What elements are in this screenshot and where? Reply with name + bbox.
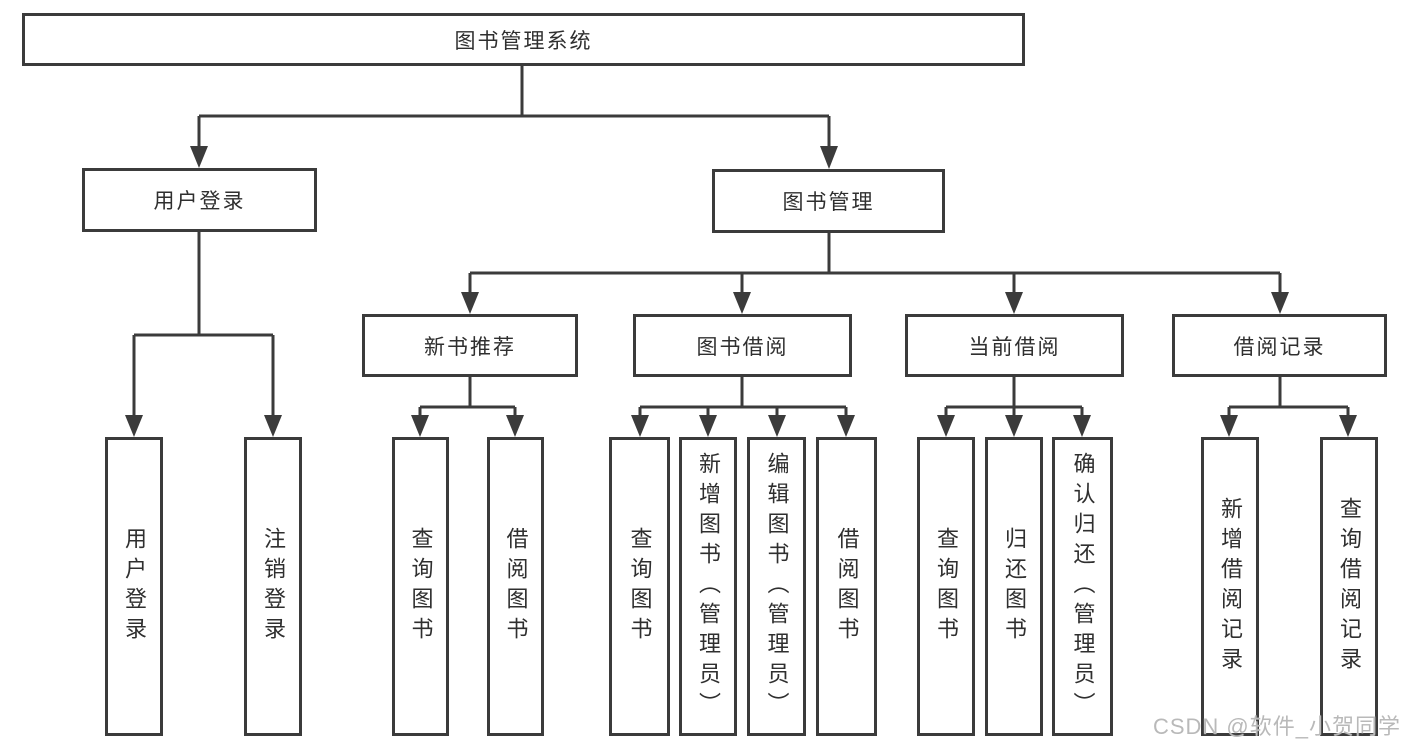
node-login-leaf: 用户登录	[105, 437, 163, 736]
node-rec-borrow: 借阅图书	[487, 437, 544, 736]
connector-borrowrecords-to-leaves	[1220, 377, 1357, 437]
arrowhead	[1005, 292, 1023, 314]
node-cb-return: 归还图书	[985, 437, 1043, 736]
arrowhead	[411, 415, 429, 437]
arrowhead	[937, 415, 955, 437]
node-logout-leaf: 注销登录	[244, 437, 302, 736]
node-label: 用户登录	[122, 526, 147, 647]
connector-newbookrec-to-leaves	[411, 377, 524, 437]
node-book-mgmt: 图书管理	[712, 169, 945, 233]
node-label: 图书管理	[782, 191, 875, 214]
arrowhead	[264, 415, 282, 437]
arrowhead	[699, 415, 717, 437]
connector-bookmgmt-to-level3	[461, 233, 1289, 314]
node-label: 注销登录	[261, 526, 286, 647]
node-label: 查询图书	[627, 526, 653, 647]
arrowhead	[1271, 292, 1289, 314]
arrowhead	[506, 415, 524, 437]
connector-currentborrow-to-leaves	[937, 377, 1091, 437]
arrowhead	[733, 292, 751, 314]
node-current-borrow: 当前借阅	[905, 314, 1124, 377]
node-br-add: 新增借阅记录	[1201, 437, 1259, 736]
node-label: 新增图书（管理员）	[696, 451, 721, 722]
node-label: 确认归还（管理员）	[1070, 451, 1096, 722]
arrowhead	[768, 415, 786, 437]
node-user-login: 用户登录	[82, 168, 317, 232]
node-br-query: 查询借阅记录	[1320, 437, 1378, 736]
connector-root-to-level2	[190, 66, 838, 169]
node-root: 图书管理系统	[22, 13, 1025, 66]
arrowhead	[190, 146, 208, 168]
node-label: 查询图书	[408, 526, 434, 647]
arrowhead	[125, 415, 143, 437]
node-label: 查询图书	[934, 526, 959, 647]
node-cb-query: 查询图书	[917, 437, 975, 736]
node-bb-add: 新增图书（管理员）	[679, 437, 737, 736]
node-label: 图书管理系统	[454, 29, 593, 53]
node-cb-confirm: 确认归还（管理员）	[1052, 437, 1113, 736]
arrowhead	[837, 415, 855, 437]
arrowhead	[1005, 415, 1023, 437]
node-label: 当前借阅	[968, 335, 1061, 359]
node-label: 归还图书	[1002, 526, 1027, 647]
arrowhead	[1073, 415, 1091, 437]
node-label: 借阅记录	[1233, 335, 1326, 359]
connector-bookborrow-to-leaves	[631, 377, 855, 437]
node-bb-edit: 编辑图书（管理员）	[747, 437, 806, 736]
node-label: 查询借阅记录	[1337, 496, 1362, 677]
node-new-book-rec: 新书推荐	[362, 314, 578, 377]
arrowhead	[1220, 415, 1238, 437]
node-label: 用户登录	[153, 190, 246, 213]
node-label: 借阅图书	[503, 526, 529, 647]
node-label: 新书推荐	[424, 335, 516, 359]
node-label: 借阅图书	[834, 526, 860, 647]
csdn-watermark: CSDN @软件_小贺同学	[1152, 714, 1401, 739]
node-borrow-records: 借阅记录	[1172, 314, 1387, 377]
arrowhead	[631, 415, 649, 437]
node-book-borrow: 图书借阅	[633, 314, 852, 377]
node-bb-borrow: 借阅图书	[816, 437, 877, 736]
node-label: 新增借阅记录	[1218, 496, 1243, 677]
arrowhead	[820, 146, 838, 169]
node-rec-query: 查询图书	[392, 437, 449, 736]
node-bb-query: 查询图书	[609, 437, 670, 736]
arrowhead	[461, 292, 479, 314]
node-label: 图书借阅	[696, 335, 789, 359]
arrowhead	[1339, 415, 1357, 437]
node-label: 编辑图书（管理员）	[764, 451, 790, 722]
connector-userlogin-to-leaves	[125, 232, 282, 437]
